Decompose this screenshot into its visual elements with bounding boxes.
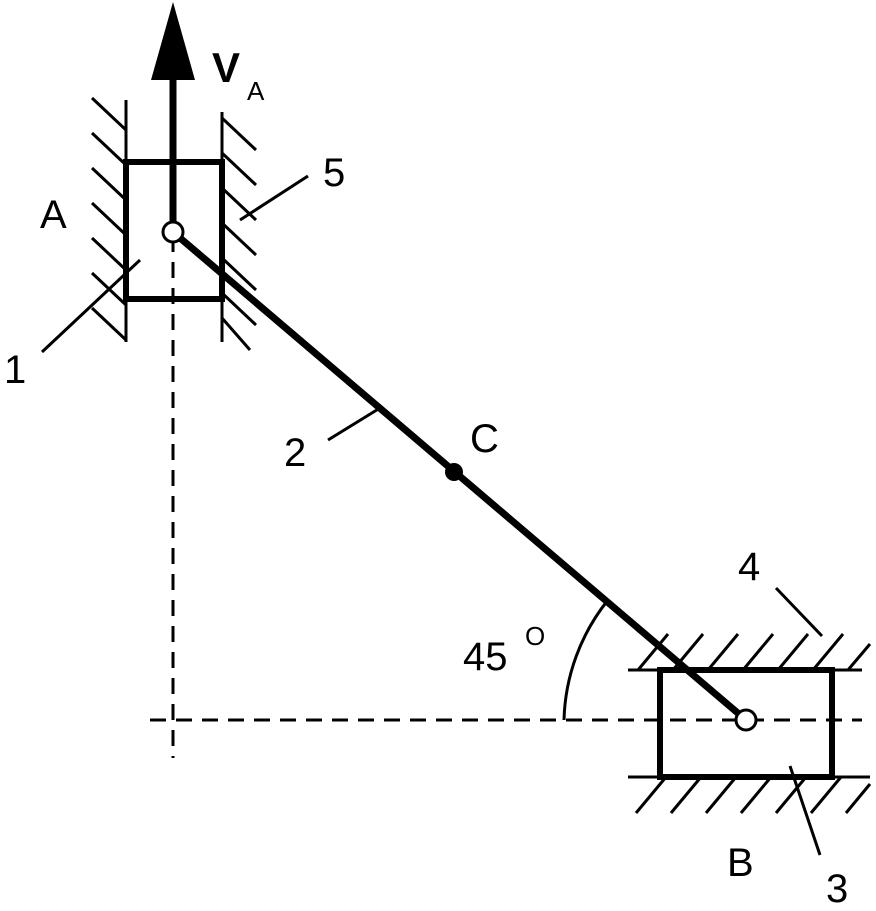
part-5-label: 5 <box>323 151 345 195</box>
part-3-label: 3 <box>826 867 848 906</box>
joint-a <box>161 220 185 244</box>
velocity-label: V <box>212 44 240 91</box>
point-c <box>445 463 463 481</box>
point-b-label: B <box>727 841 754 885</box>
guide-bottom <box>628 775 872 814</box>
point-c-label: C <box>470 417 499 461</box>
leader-2 <box>327 406 381 442</box>
point-a-label: A <box>40 193 67 237</box>
guide-left <box>90 96 128 342</box>
leader-1 <box>40 258 142 354</box>
joint-b <box>734 708 758 732</box>
leader-3 <box>788 765 822 856</box>
velocity-subscript: A <box>247 76 265 106</box>
leader-5 <box>239 174 309 222</box>
angle-arc <box>562 599 610 721</box>
leader-4 <box>774 586 824 638</box>
part-4-label: 4 <box>738 545 760 589</box>
angle-degree-mark: O <box>525 621 545 651</box>
guide-right <box>220 112 258 351</box>
slider-b <box>657 667 835 780</box>
part-2-label: 2 <box>284 431 306 475</box>
part-1-label: 1 <box>4 348 26 392</box>
angle-value-label: 45 <box>463 635 508 679</box>
velocity-arrowhead <box>151 2 195 80</box>
